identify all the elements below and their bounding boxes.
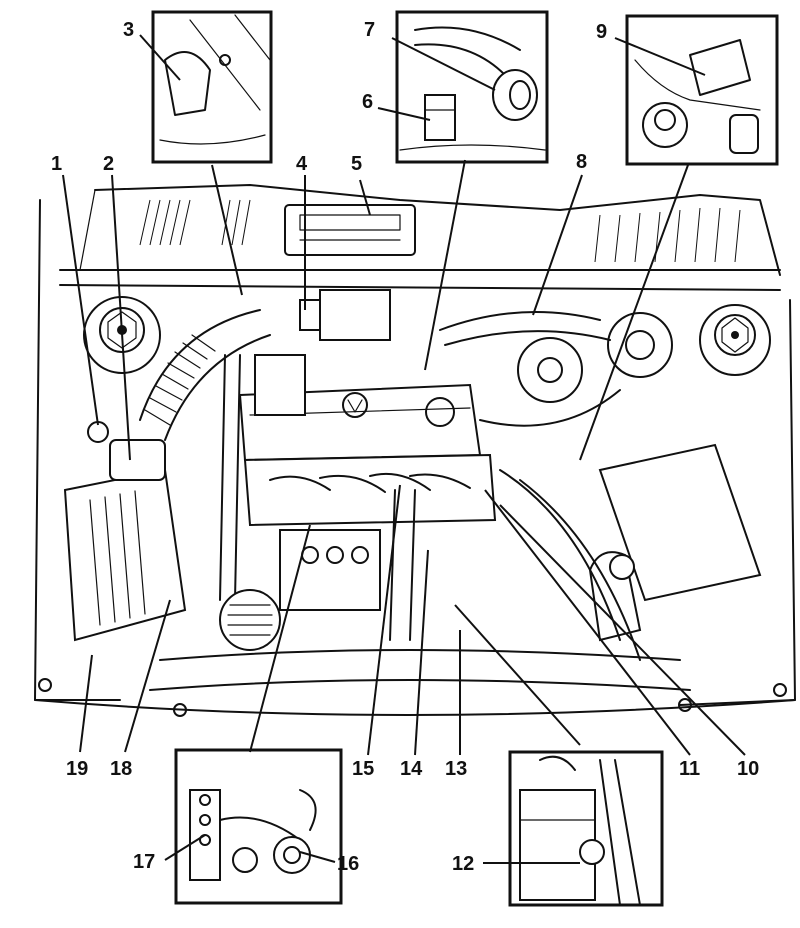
callout-9: 9 [596, 21, 607, 43]
callout-19: 19 [66, 758, 88, 780]
callout-17: 17 [133, 851, 155, 873]
callout-6: 6 [362, 91, 373, 113]
callout-4: 4 [296, 153, 308, 175]
callout-10: 10 [737, 758, 759, 780]
inset-bottom-left [174, 748, 343, 905]
callout-18: 18 [110, 758, 132, 780]
inset-top-center [395, 10, 549, 164]
callout-2: 2 [103, 153, 114, 175]
callout-11: 11 [679, 758, 700, 780]
callout-13: 13 [445, 758, 467, 780]
callout-14: 14 [400, 758, 423, 780]
callout-16: 16 [337, 853, 359, 875]
callout-3: 3 [123, 19, 134, 41]
engine-bay-drawing [34, 184, 796, 717]
inset-top-right [625, 14, 779, 166]
callout-5: 5 [351, 153, 362, 175]
callout-8: 8 [576, 151, 587, 173]
callout-7: 7 [364, 19, 375, 41]
leader-lines [62, 34, 746, 864]
callout-15: 15 [352, 758, 374, 780]
callout-1: 1 [51, 153, 62, 175]
callout-12: 12 [452, 853, 474, 875]
inset-bottom-right [508, 750, 664, 907]
inset-top-left [151, 10, 273, 164]
callout-labels: 1 2 3 4 5 6 7 8 9 10 11 12 13 14 15 16 1… [51, 19, 759, 875]
